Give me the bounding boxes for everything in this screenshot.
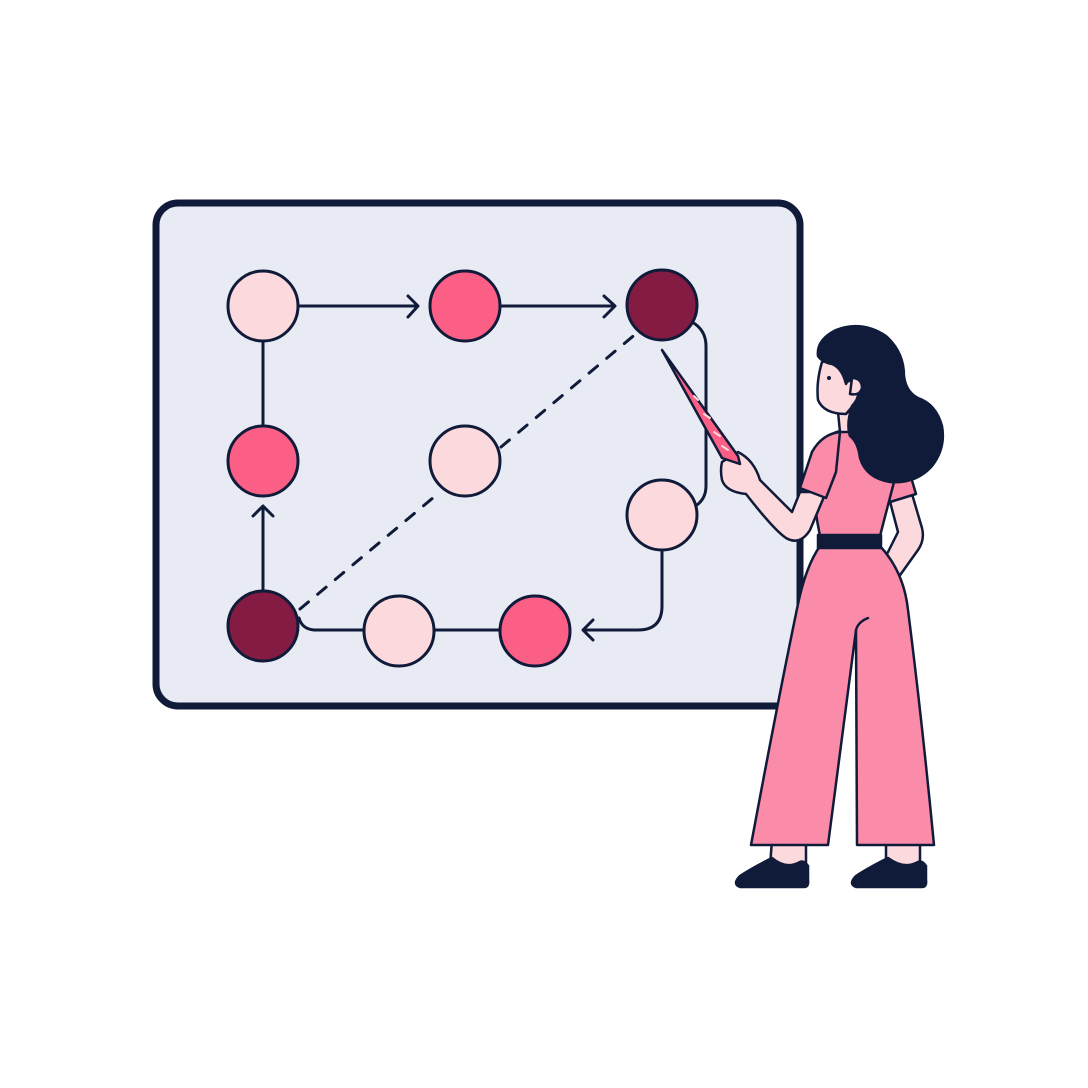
presenter-right-shoe <box>850 856 928 889</box>
edge-n7-n5-dashed <box>298 490 442 611</box>
arrowhead-n2 <box>406 294 420 319</box>
arrowhead-n9 <box>581 618 595 642</box>
presenter-front-arm <box>719 450 828 542</box>
node-n8 <box>362 594 436 668</box>
presenter-eye <box>827 376 831 380</box>
presenter-left-shoe <box>734 856 810 889</box>
node-n6 <box>625 478 699 552</box>
node-n9 <box>498 594 572 668</box>
node-n2 <box>428 269 502 343</box>
node-n5 <box>428 424 502 498</box>
node-n1 <box>226 269 300 343</box>
edge-n8-n7 <box>297 616 366 632</box>
presenter-figure <box>660 324 945 889</box>
diagram-edges <box>251 294 708 642</box>
node-n3 <box>625 268 699 342</box>
presenter-trouser-crease <box>854 616 870 632</box>
edge-n6-n9 <box>582 548 664 632</box>
edge-n5-n3-dashed <box>499 330 640 449</box>
node-n7 <box>226 589 300 663</box>
presenter-hair <box>816 324 945 484</box>
presenter-ear <box>848 376 864 396</box>
arrowhead-n3 <box>602 294 617 319</box>
presenter-pointer-stripes <box>693 395 729 451</box>
node-n4 <box>226 424 300 498</box>
presenter-belt <box>816 533 883 550</box>
presenter-trousers <box>749 544 936 847</box>
arrowhead-n4 <box>251 504 275 518</box>
diagram-nodes <box>226 268 699 668</box>
presenter-front-sleeve <box>798 430 842 500</box>
